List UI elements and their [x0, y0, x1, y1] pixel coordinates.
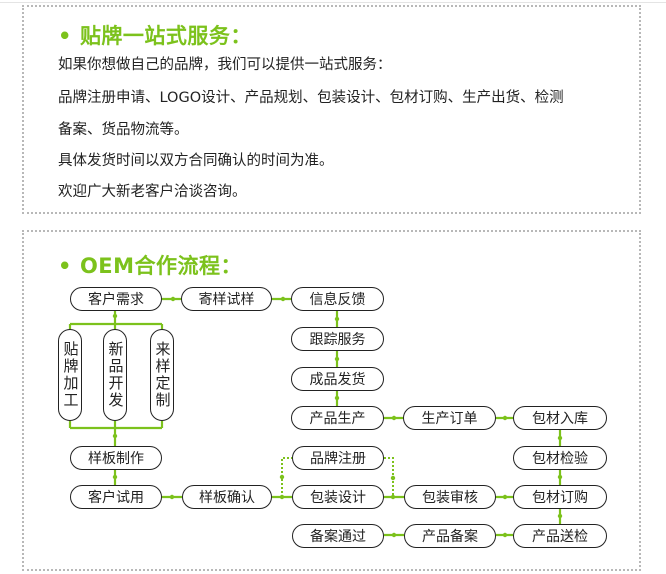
node-brand-registration: 品牌注册	[292, 446, 384, 470]
services-line-cont: 备案、货品物流等。	[58, 122, 189, 138]
node-record-passed: 备案通过	[292, 524, 384, 548]
node-send-sample: 寄样试样	[181, 287, 272, 311]
node-tracking-service: 跟踪服务	[291, 327, 384, 351]
option-custom-sample: 来样定制	[150, 329, 174, 421]
heading-text: 贴牌一站式服务：	[79, 24, 252, 48]
node-package-design: 包装设计	[292, 485, 384, 509]
node-sample-confirm: 样板确认	[182, 485, 272, 509]
node-material-order: 包材订购	[513, 485, 607, 509]
node-feedback: 信息反馈	[291, 287, 384, 311]
node-material-inspection: 包材检验	[513, 446, 607, 470]
node-package-review: 包装审核	[404, 485, 496, 509]
welcome-line: 欢迎广大新老客户洽谈咨询。	[58, 184, 247, 200]
node-product-inspection: 产品送检	[513, 524, 607, 548]
node-production-order: 生产订单	[403, 406, 496, 430]
node-material-storage: 包材入库	[513, 406, 607, 430]
services-line: 品牌注册申请、LOGO设计、产品规划、包装设计、包材订购、生产出货、检测	[58, 90, 564, 106]
node-customer-demand: 客户需求	[70, 287, 162, 311]
node-customer-trial: 客户试用	[70, 485, 162, 509]
node-product-record: 产品备案	[404, 524, 496, 548]
oem-process-heading: • OEM合作流程：	[58, 250, 242, 280]
one-stop-service-heading: • 贴牌一站式服务：	[58, 20, 252, 50]
node-sample-making: 样板制作	[70, 446, 162, 470]
bullet-icon: •	[58, 24, 72, 48]
node-production: 产品生产	[291, 406, 384, 430]
option-oem-processing: 贴牌加工	[58, 329, 82, 421]
node-finished-shipping: 成品发货	[291, 367, 384, 391]
delivery-time-line: 具体发货时间以双方合同确认的时间为准。	[58, 153, 334, 169]
one-stop-service-panel: • 贴牌一站式服务： 如果你想做自己的品牌，我们可以提供一站式服务： 品牌注册申请…	[22, 5, 641, 214]
top-divider	[0, 2, 666, 3]
heading-text: OEM合作流程：	[79, 254, 243, 278]
intro-line: 如果你想做自己的品牌，我们可以提供一站式服务：	[58, 57, 392, 73]
option-new-product-development: 新品开发	[103, 329, 127, 421]
bullet-icon: •	[58, 254, 72, 278]
